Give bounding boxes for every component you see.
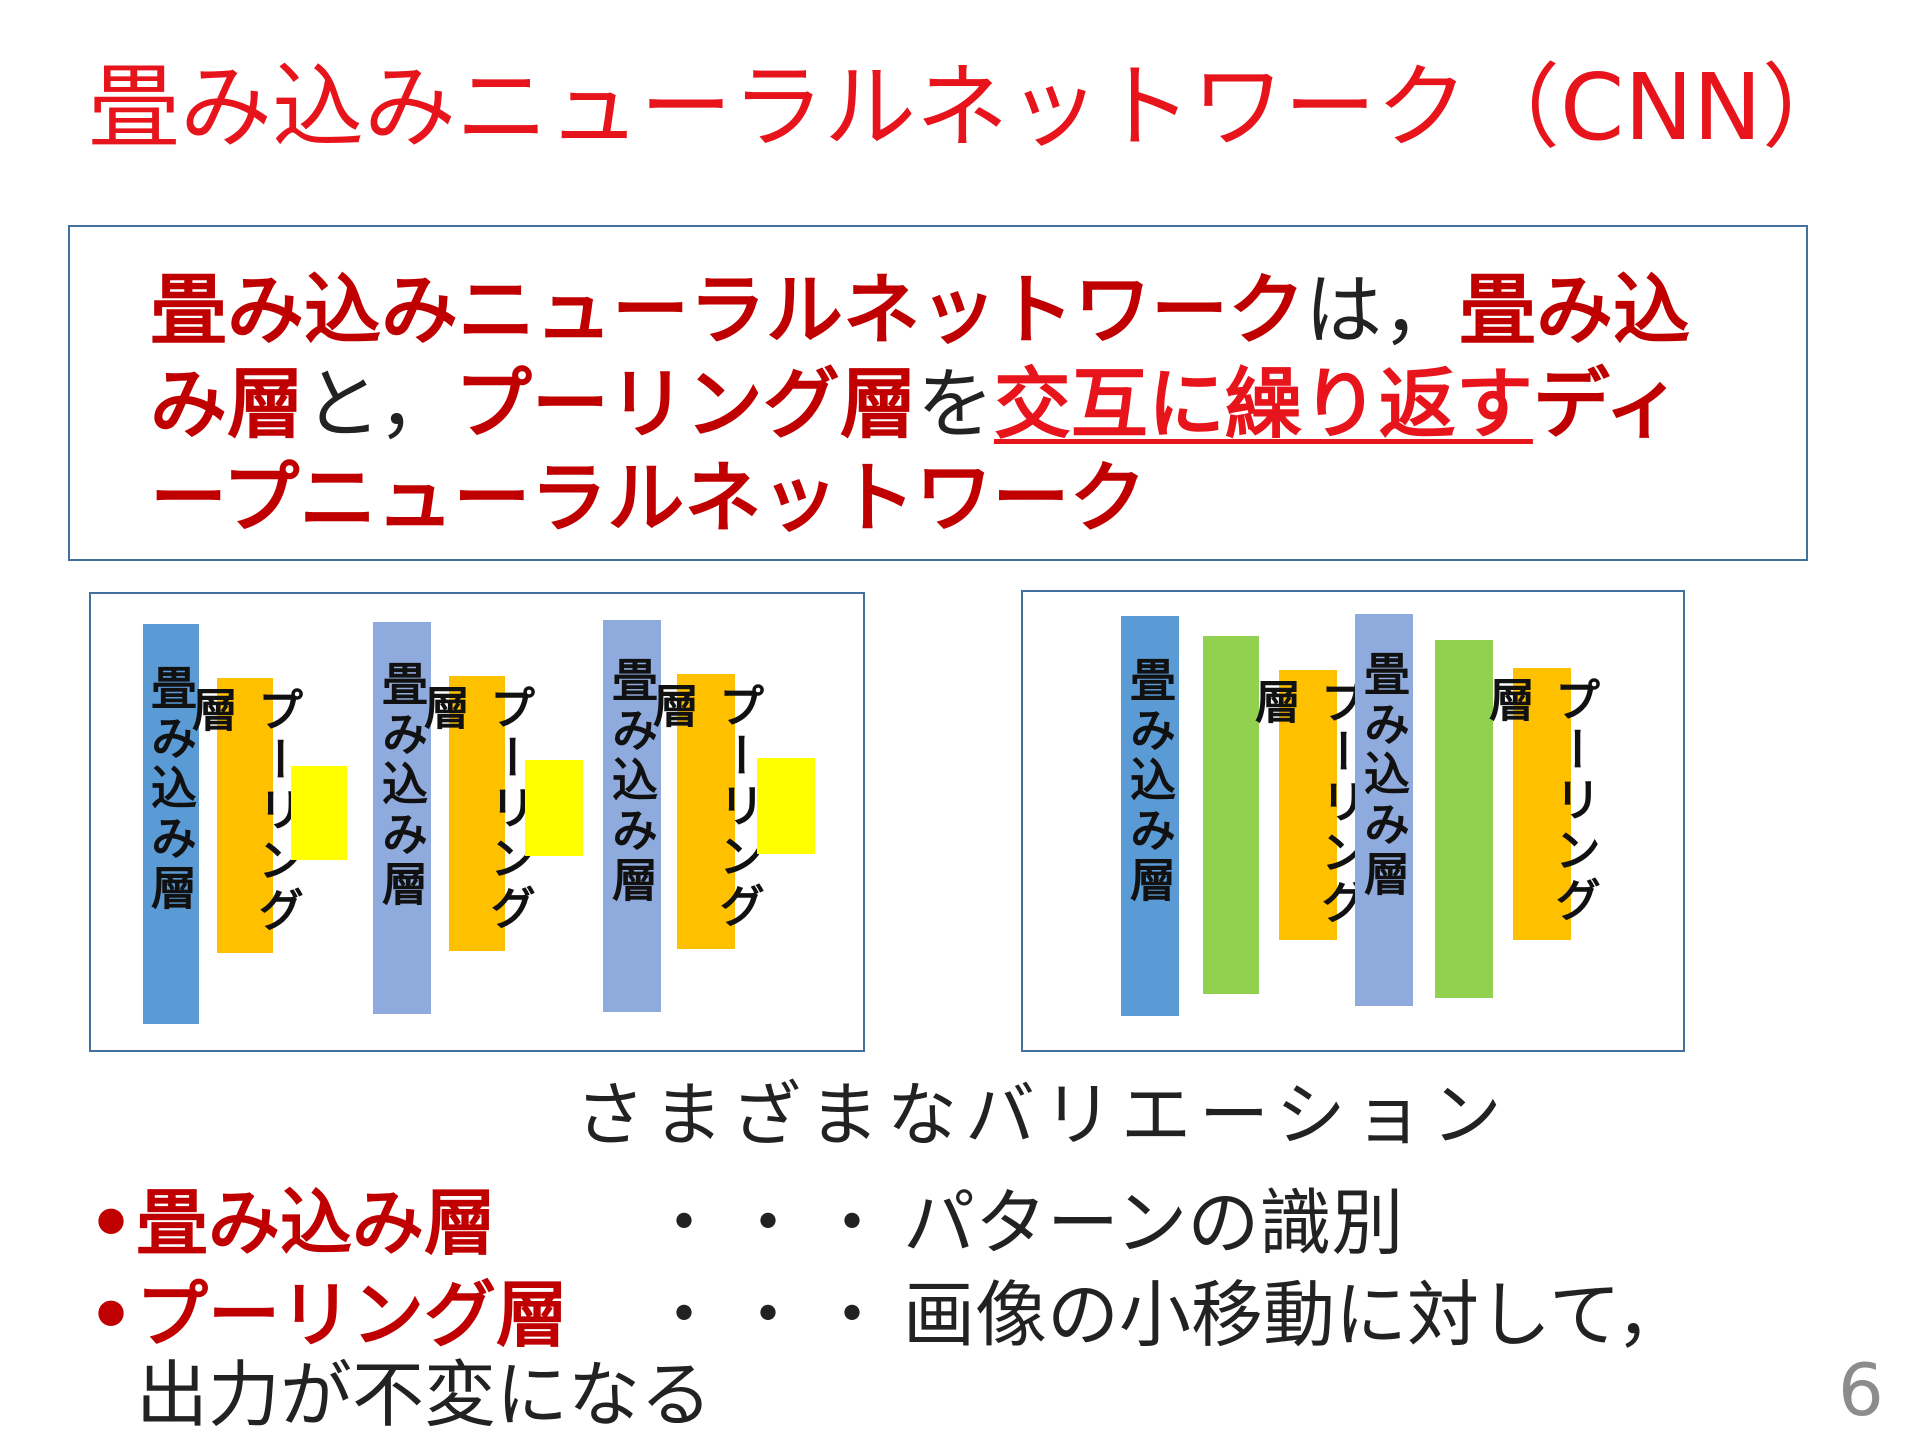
- bullet-term: 畳み込み層: [136, 1181, 497, 1265]
- definition-particle: と，: [304, 361, 455, 450]
- pooling-layer-label: プーリング層: [1482, 676, 1602, 926]
- green-block: [1203, 636, 1259, 994]
- bullet-item-conv: • 畳み込み層 ・・・ パターンの識別: [88, 1178, 1588, 1268]
- definition-text: 畳み込みニューラルネットワークは，畳み込み層と，プーリング層を交互に繰り返すディ…: [150, 265, 1750, 547]
- definition-particle: を: [916, 361, 994, 450]
- bullet-separator: ・・・: [648, 1273, 901, 1357]
- conv-layer-label: 畳み込み層: [1357, 650, 1411, 900]
- cnn-diagram-left: 畳み込み層 プーリング層 畳み込み層 プーリング層 畳み込み層 プーリング層: [89, 592, 865, 1052]
- yellow-block: [525, 760, 583, 856]
- conv-layer-label: 畳み込み層: [1123, 656, 1177, 906]
- definition-particle: は，: [1305, 267, 1459, 356]
- bullet-separator: ・・・: [648, 1181, 901, 1265]
- bullet-continuation: 出力が不変になる: [136, 1353, 713, 1437]
- pooling-layer-label: プーリング層: [417, 684, 537, 934]
- green-block: [1435, 640, 1493, 998]
- definition-term-pool: プーリング層: [454, 361, 917, 450]
- bullet-description: パターンの識別: [903, 1181, 1404, 1265]
- definition-alternate-emphasis: 交互に繰り返す: [993, 361, 1533, 450]
- conv-layer-label: 畳み込み層: [375, 660, 429, 910]
- conv-layer-block: 畳み込み層: [373, 622, 431, 1014]
- conv-layer-block: 畳み込み層: [603, 620, 661, 1012]
- definition-term-dnn: ディープニューラルネットワーク: [150, 361, 1682, 544]
- pooling-layer-block: プーリング層: [185, 678, 305, 953]
- pooling-layer-block: プーリング層: [417, 676, 537, 951]
- bullet-term: プーリング層: [136, 1273, 569, 1357]
- slide-title: 畳み込みニューラルネットワーク（CNN）: [88, 54, 1854, 161]
- yellow-block: [757, 758, 815, 854]
- pooling-layer-label: プーリング層: [646, 682, 766, 932]
- page-number: 6: [1838, 1348, 1884, 1432]
- conv-layer-block: 畳み込み層: [1355, 614, 1413, 1006]
- definition-term-conv: 畳み込み層: [150, 267, 1690, 450]
- definition-box: 畳み込みニューラルネットワークは，畳み込み層と，プーリング層を交互に繰り返すディ…: [68, 225, 1808, 561]
- cnn-diagram-right: 畳み込み層 プーリング層 畳み込み層 プーリング層: [1021, 590, 1685, 1052]
- conv-layer-label: 畳み込み層: [605, 656, 659, 906]
- pooling-layer-block: プーリング層: [646, 674, 766, 949]
- pooling-layer-block: プーリング層: [1248, 670, 1368, 940]
- bullet-marker: •: [88, 1181, 135, 1265]
- yellow-block: [291, 766, 347, 860]
- conv-layer-block: 畳み込み層: [1121, 616, 1179, 1016]
- bullet-marker: •: [88, 1273, 135, 1357]
- pooling-layer-block: プーリング層: [1482, 668, 1602, 940]
- conv-layer-block: 畳み込み層: [143, 624, 199, 1024]
- variation-caption: さまざまなバリエーション: [575, 1074, 1510, 1156]
- bullet-description: 画像の小移動に対して，: [903, 1273, 1688, 1357]
- conv-layer-label: 畳み込み層: [144, 664, 198, 914]
- definition-term-cnn: 畳み込みニューラルネットワーク: [150, 267, 1305, 356]
- bullet-item-pool: • プーリング層 ・・・ 画像の小移動に対して，: [88, 1270, 1688, 1360]
